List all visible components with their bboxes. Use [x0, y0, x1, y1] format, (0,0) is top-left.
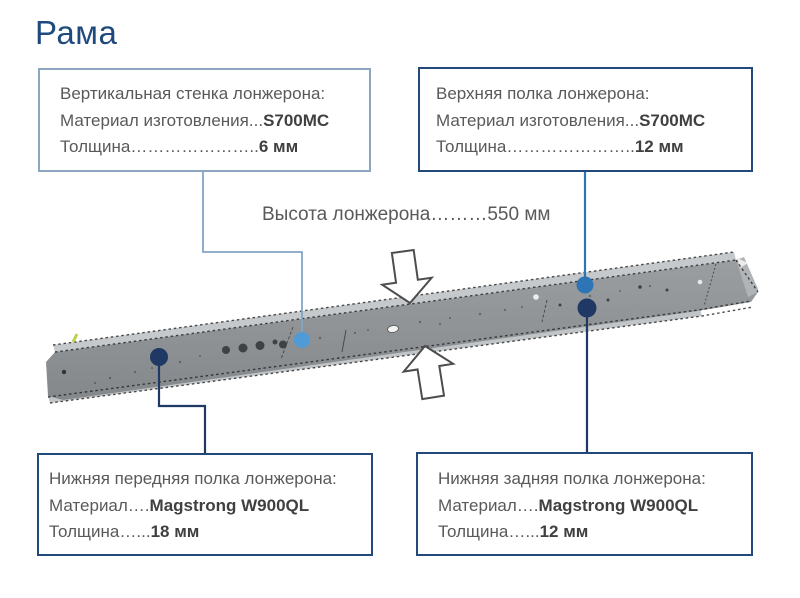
- material-row: Материал изготовления...S700MC: [436, 108, 743, 135]
- rail-surface-specks: [93, 284, 652, 385]
- rail-edge-hatching: [47, 251, 759, 404]
- callout-title: Вертикальная стенка лонжерона:: [60, 84, 326, 103]
- page-title: Рама: [35, 14, 118, 51]
- rail-seams: [280, 263, 717, 360]
- rail-holes: [61, 279, 703, 375]
- rail-web: [46, 260, 758, 400]
- callout-title: Нижняя задняя полка лонжерона:: [438, 469, 706, 488]
- height-note: Высота лонжерона………550 мм: [262, 204, 550, 226]
- material-row: Материал изготовления...S700MC: [60, 108, 359, 135]
- callout-vertical-wall: Вертикальная стенка лонжерона: Материал …: [38, 68, 371, 172]
- thickness-label: Толщина…...: [49, 522, 151, 541]
- material-label: Материал….: [49, 495, 150, 515]
- thickness-value: 18 мм: [150, 522, 200, 541]
- material-value: S700MC: [639, 110, 706, 130]
- thickness-value: 12 мм: [539, 522, 589, 541]
- material-value: S700MC: [263, 110, 330, 130]
- connector-vertical-wall: [202, 172, 303, 340]
- material-label: Материал….: [438, 495, 539, 515]
- thickness-label: Толщина…………………..: [60, 137, 259, 156]
- material-row: Материал….Magstrong W900QL: [438, 493, 745, 520]
- material-label: Материал изготовления...: [60, 110, 264, 130]
- height-note-value: 550 мм: [487, 204, 551, 225]
- connector-bottom-front-flange: [157, 357, 207, 453]
- thickness-row: Толщина…...12 мм: [438, 519, 745, 546]
- thickness-row: Толщина…………………..12 мм: [436, 134, 743, 161]
- material-label: Материал изготовления...: [436, 110, 640, 130]
- rail-top-flange: [53, 252, 736, 352]
- thickness-row: Толщина…………………..6 мм: [60, 134, 359, 161]
- height-note-label: Высота лонжерона………: [262, 204, 488, 225]
- thickness-row: Толщина…...18 мм: [49, 519, 365, 546]
- callout-bottom-rear-flange: Нижняя задняя полка лонжерона: Материал……: [416, 452, 753, 556]
- material-row: Материал….Magstrong W900QL: [49, 493, 365, 520]
- thickness-value: 6 мм: [258, 137, 299, 156]
- thickness-label: Толщина…...: [438, 522, 540, 541]
- callout-title: Нижняя передняя полка лонжерона:: [49, 469, 337, 488]
- anchor-dot-vertical-wall: [294, 332, 310, 348]
- anchor-dot-bottom-rear-flange: [577, 298, 597, 318]
- anchor-dot-bottom-front-flange: [150, 348, 168, 366]
- thickness-label: Толщина…………………..: [436, 137, 635, 156]
- callout-top-flange: Верхняя полка лонжерона: Материал изгото…: [418, 67, 753, 172]
- height-arrow-down: [379, 248, 435, 305]
- material-value: Magstrong W900QL: [149, 495, 310, 515]
- material-value: Magstrong W900QL: [538, 495, 699, 515]
- anchor-dot-top-flange: [576, 276, 594, 294]
- rail-datum-mark: [71, 333, 79, 343]
- thickness-value: 12 мм: [634, 137, 684, 156]
- callout-bottom-front-flange: Нижняя передняя полка лонжерона: Материа…: [37, 453, 373, 556]
- height-arrow-up: [401, 344, 456, 401]
- callout-title: Верхняя полка лонжерона:: [436, 84, 650, 103]
